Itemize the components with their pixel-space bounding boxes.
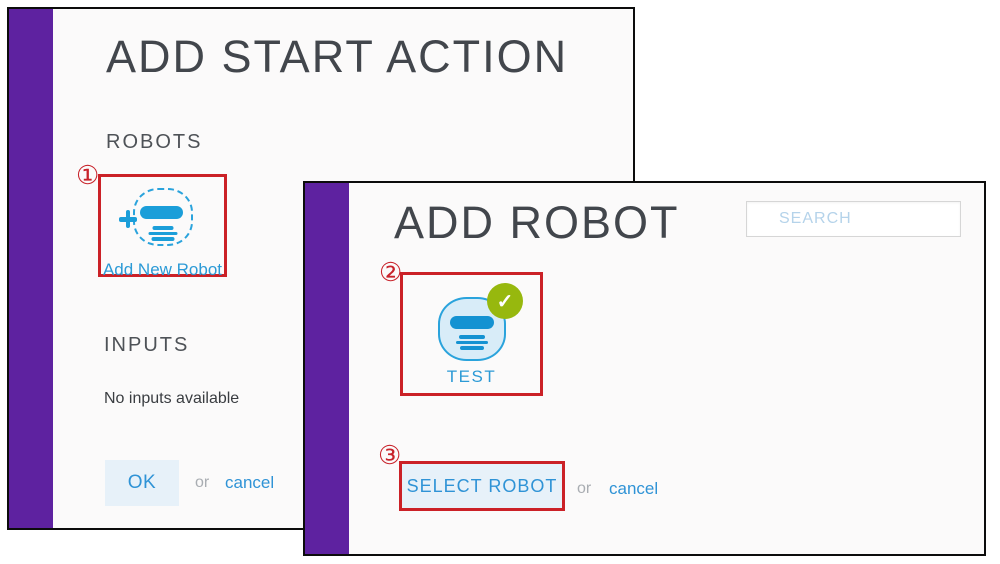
robots-section-heading: ROBOTS — [106, 131, 203, 153]
cancel-link[interactable]: cancel — [225, 473, 275, 492]
add-robot-dialog: ADD ROBOT ② ✓ TEST ③ SELECT ROBOT or can… — [303, 181, 986, 556]
add-new-robot-icon — [119, 188, 193, 246]
or-separator: or — [577, 480, 592, 497]
selected-check-icon: ✓ — [487, 283, 523, 319]
no-inputs-message: No inputs available — [104, 390, 240, 407]
add-new-robot-button[interactable]: Add New Robot — [101, 177, 224, 279]
purple-accent-bar — [9, 9, 53, 528]
inputs-section-heading: INPUTS — [104, 334, 190, 356]
robot-visor-icon — [450, 316, 494, 329]
annotation-step-3-badge: ③ — [378, 440, 402, 470]
dialog-title-add-robot: ADD ROBOT — [394, 197, 680, 248]
add-new-robot-label: Add New Robot — [102, 260, 223, 279]
annotation-box-step-2: ✓ TEST — [400, 272, 543, 396]
robot-icon: ✓ — [438, 283, 523, 361]
ok-button[interactable]: OK — [105, 460, 179, 506]
annotation-box-step-3: SELECT ROBOT — [399, 461, 565, 511]
annotation-box-step-1: Add New Robot — [98, 174, 227, 279]
or-separator: or — [195, 474, 210, 491]
select-robot-button[interactable]: SELECT ROBOT — [402, 464, 562, 508]
dialog-title-add-start-action: ADD START ACTION — [106, 31, 569, 82]
annotation-step-2-badge: ② — [379, 257, 403, 287]
purple-accent-bar — [305, 183, 349, 554]
robot-name-label: TEST — [446, 367, 497, 386]
robot-visor-icon — [140, 206, 183, 219]
plus-icon — [119, 210, 137, 228]
annotation-step-1-badge: ① — [76, 160, 100, 190]
robot-item-test[interactable]: ✓ TEST — [403, 275, 540, 393]
search-input[interactable] — [746, 201, 961, 237]
cancel-link[interactable]: cancel — [609, 479, 659, 498]
